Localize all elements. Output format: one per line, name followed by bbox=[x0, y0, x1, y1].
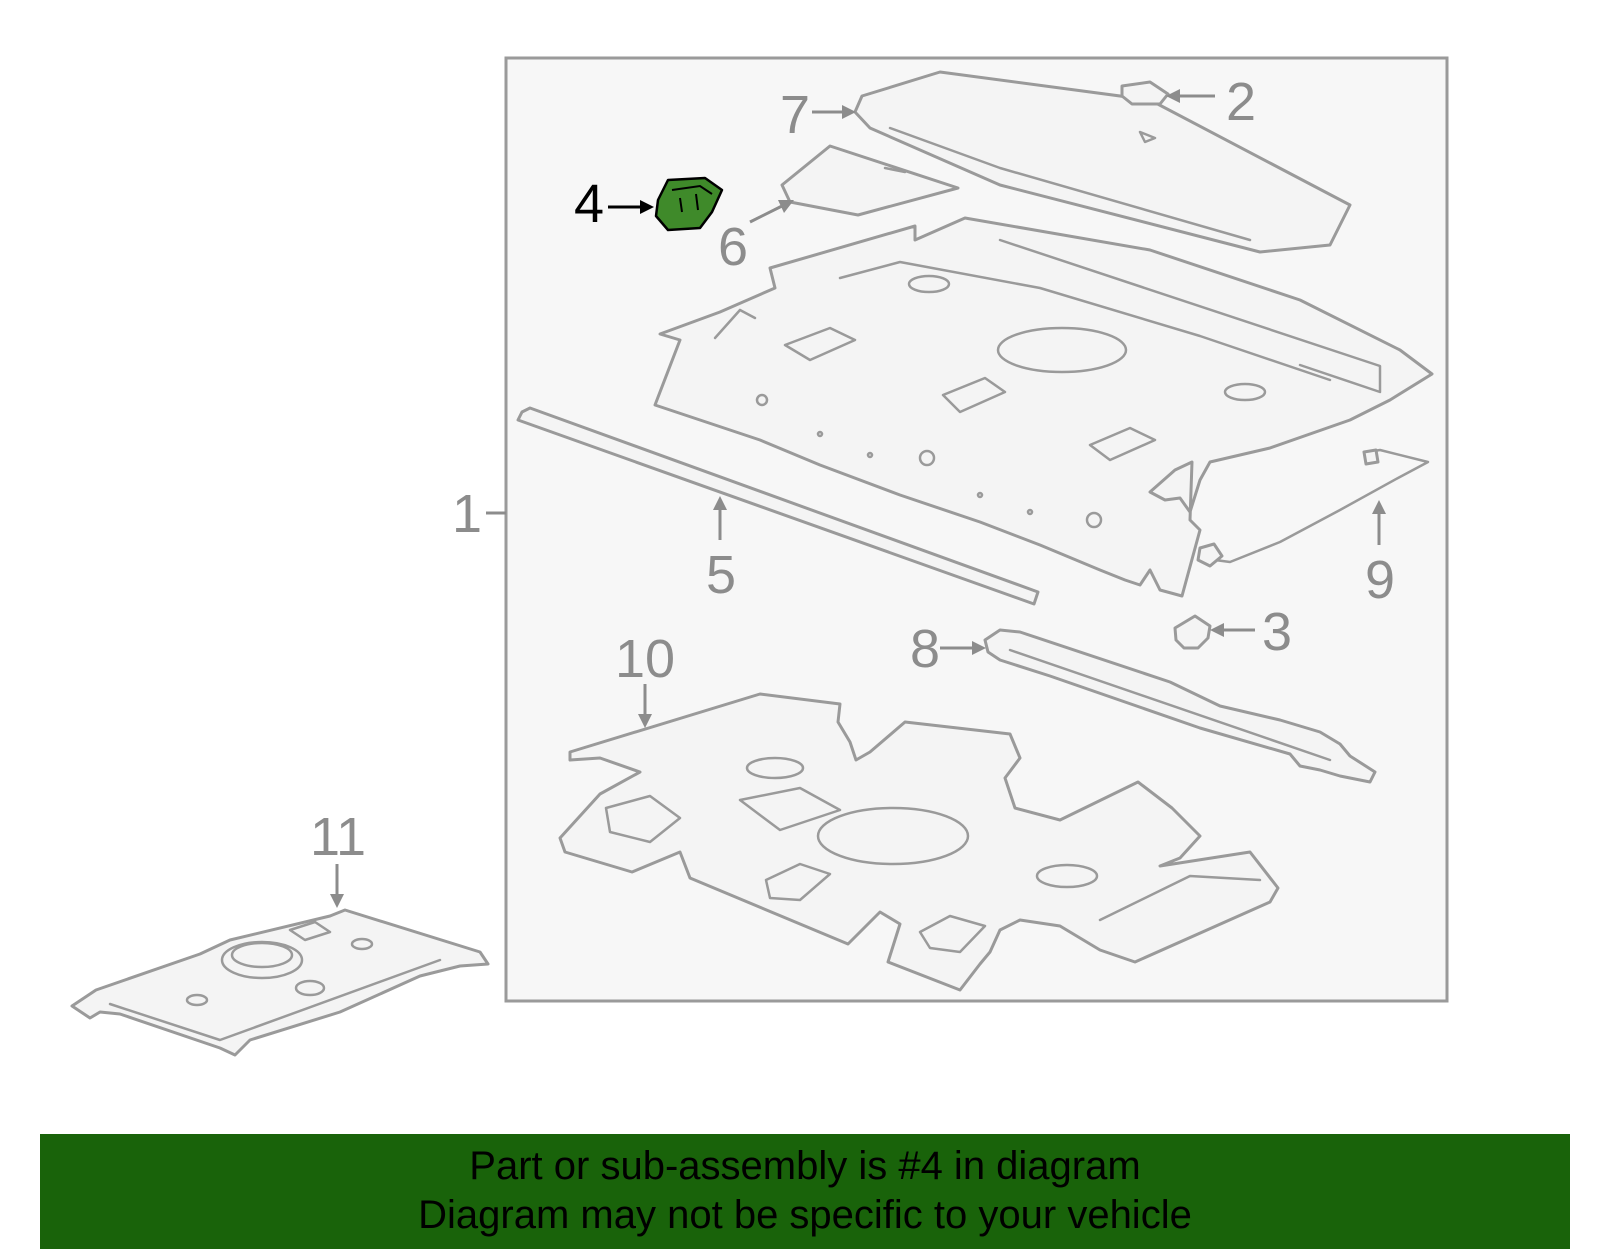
callout-label-6: 6 bbox=[718, 217, 748, 277]
info-banner: Part or sub-assembly is #4 in diagram Di… bbox=[40, 1134, 1570, 1249]
part-8-rail[interactable] bbox=[983, 628, 1377, 784]
banner-line-disclaimer: Diagram may not be specific to your vehi… bbox=[418, 1193, 1192, 1237]
part-5-weatherstrip[interactable] bbox=[516, 406, 1040, 606]
callout-label-5: 5 bbox=[706, 545, 736, 605]
leader-line-6 bbox=[749, 204, 783, 224]
callout-label-9: 9 bbox=[1365, 550, 1395, 610]
arrowhead-2 bbox=[1166, 89, 1180, 103]
part-9-wire-harness[interactable] bbox=[1196, 448, 1430, 568]
callout-label-10: 10 bbox=[615, 629, 675, 689]
callout-label-7: 7 bbox=[780, 85, 810, 145]
arrowhead-9 bbox=[1372, 500, 1386, 514]
banner-line-part: Part or sub-assembly is #4 in diagram bbox=[469, 1144, 1141, 1188]
arrowhead-6 bbox=[778, 200, 794, 213]
callout-label-4: 4 bbox=[574, 174, 604, 234]
arrowhead-7 bbox=[842, 105, 856, 119]
callout-label-2: 2 bbox=[1226, 72, 1256, 132]
arrowhead-8 bbox=[972, 641, 986, 655]
arrowhead-4 bbox=[640, 200, 654, 214]
arrowhead-5 bbox=[713, 496, 727, 510]
part-11-lower-shelf[interactable] bbox=[70, 908, 490, 1057]
callout-label-1: 1 bbox=[452, 484, 482, 544]
arrowhead-10 bbox=[638, 714, 652, 728]
callout-label-3: 3 bbox=[1262, 602, 1292, 662]
callout-label-11: 11 bbox=[310, 807, 366, 867]
part-6-cover[interactable] bbox=[780, 144, 960, 217]
arrowhead-11 bbox=[330, 894, 344, 908]
part-7-shelf-trim-panel[interactable] bbox=[853, 70, 1352, 254]
callout-label-8: 8 bbox=[910, 619, 940, 679]
part-4-highlighted-clip[interactable] bbox=[654, 176, 724, 232]
arrowhead-3 bbox=[1210, 623, 1224, 637]
part-2-clip[interactable] bbox=[1120, 80, 1170, 106]
part-3-clip[interactable] bbox=[1173, 614, 1212, 650]
part-10-insulator-panel[interactable] bbox=[558, 692, 1280, 992]
rear-shelf-panel[interactable] bbox=[653, 216, 1434, 598]
